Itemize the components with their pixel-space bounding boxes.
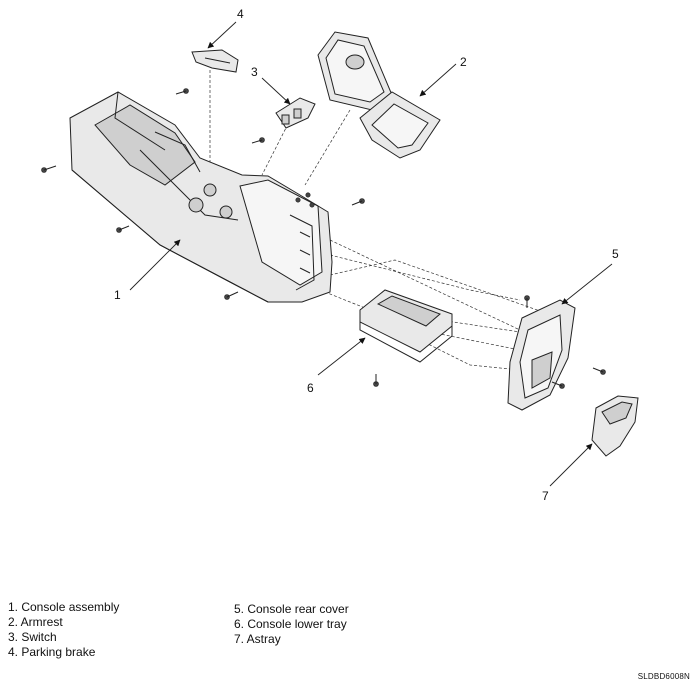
parts-legend-right: 5. Console rear cover 6. Console lower t… [234,602,349,647]
callout-4: 4 [237,7,244,21]
callout-5: 5 [612,247,619,261]
screw-icon [251,137,265,144]
parts-legend-left: 1. Console assembly 2. Armrest 3. Switch… [8,600,119,660]
screw-icon [295,197,301,203]
legend-item: 6. Console lower tray [234,617,347,631]
screw-icon [224,291,239,300]
legend-item: 1. Console assembly [8,600,120,614]
ashtray-part [591,395,639,457]
legend-item: 7. Astray [234,632,281,646]
screw-icon [309,202,315,208]
screw-icon [373,374,379,387]
leader-arrows [129,21,613,487]
console-assembly-part [69,91,333,303]
screw-icon [41,165,57,173]
screw-icon [524,295,530,308]
parking-brake-part [191,49,239,73]
legend-item: 5. Console rear cover [234,602,349,616]
screw-icon [551,381,565,389]
screw-icon [175,88,189,95]
console-rear-cover-part [507,299,576,411]
callout-2: 2 [460,55,467,69]
legend-item: 2. Armrest [8,615,63,629]
screw-icon [305,192,311,198]
screw-icon [592,367,606,375]
legend-item: 4. Parking brake [8,645,96,659]
armrest-part [317,31,441,159]
exploded-console-diagram: 1 2 3 4 5 6 7 [41,7,639,503]
callout-3: 3 [251,65,258,79]
legend-item: 3. Switch [8,630,57,644]
callout-7: 7 [542,489,549,503]
switch-part [275,97,316,129]
screw-icon [351,198,365,206]
diagram-code: SLDBD6008N [637,672,690,681]
callout-1: 1 [114,288,121,302]
console-lower-tray-part [359,289,453,363]
screws [41,88,606,389]
callout-6: 6 [307,381,314,395]
screw-icon [116,225,130,233]
